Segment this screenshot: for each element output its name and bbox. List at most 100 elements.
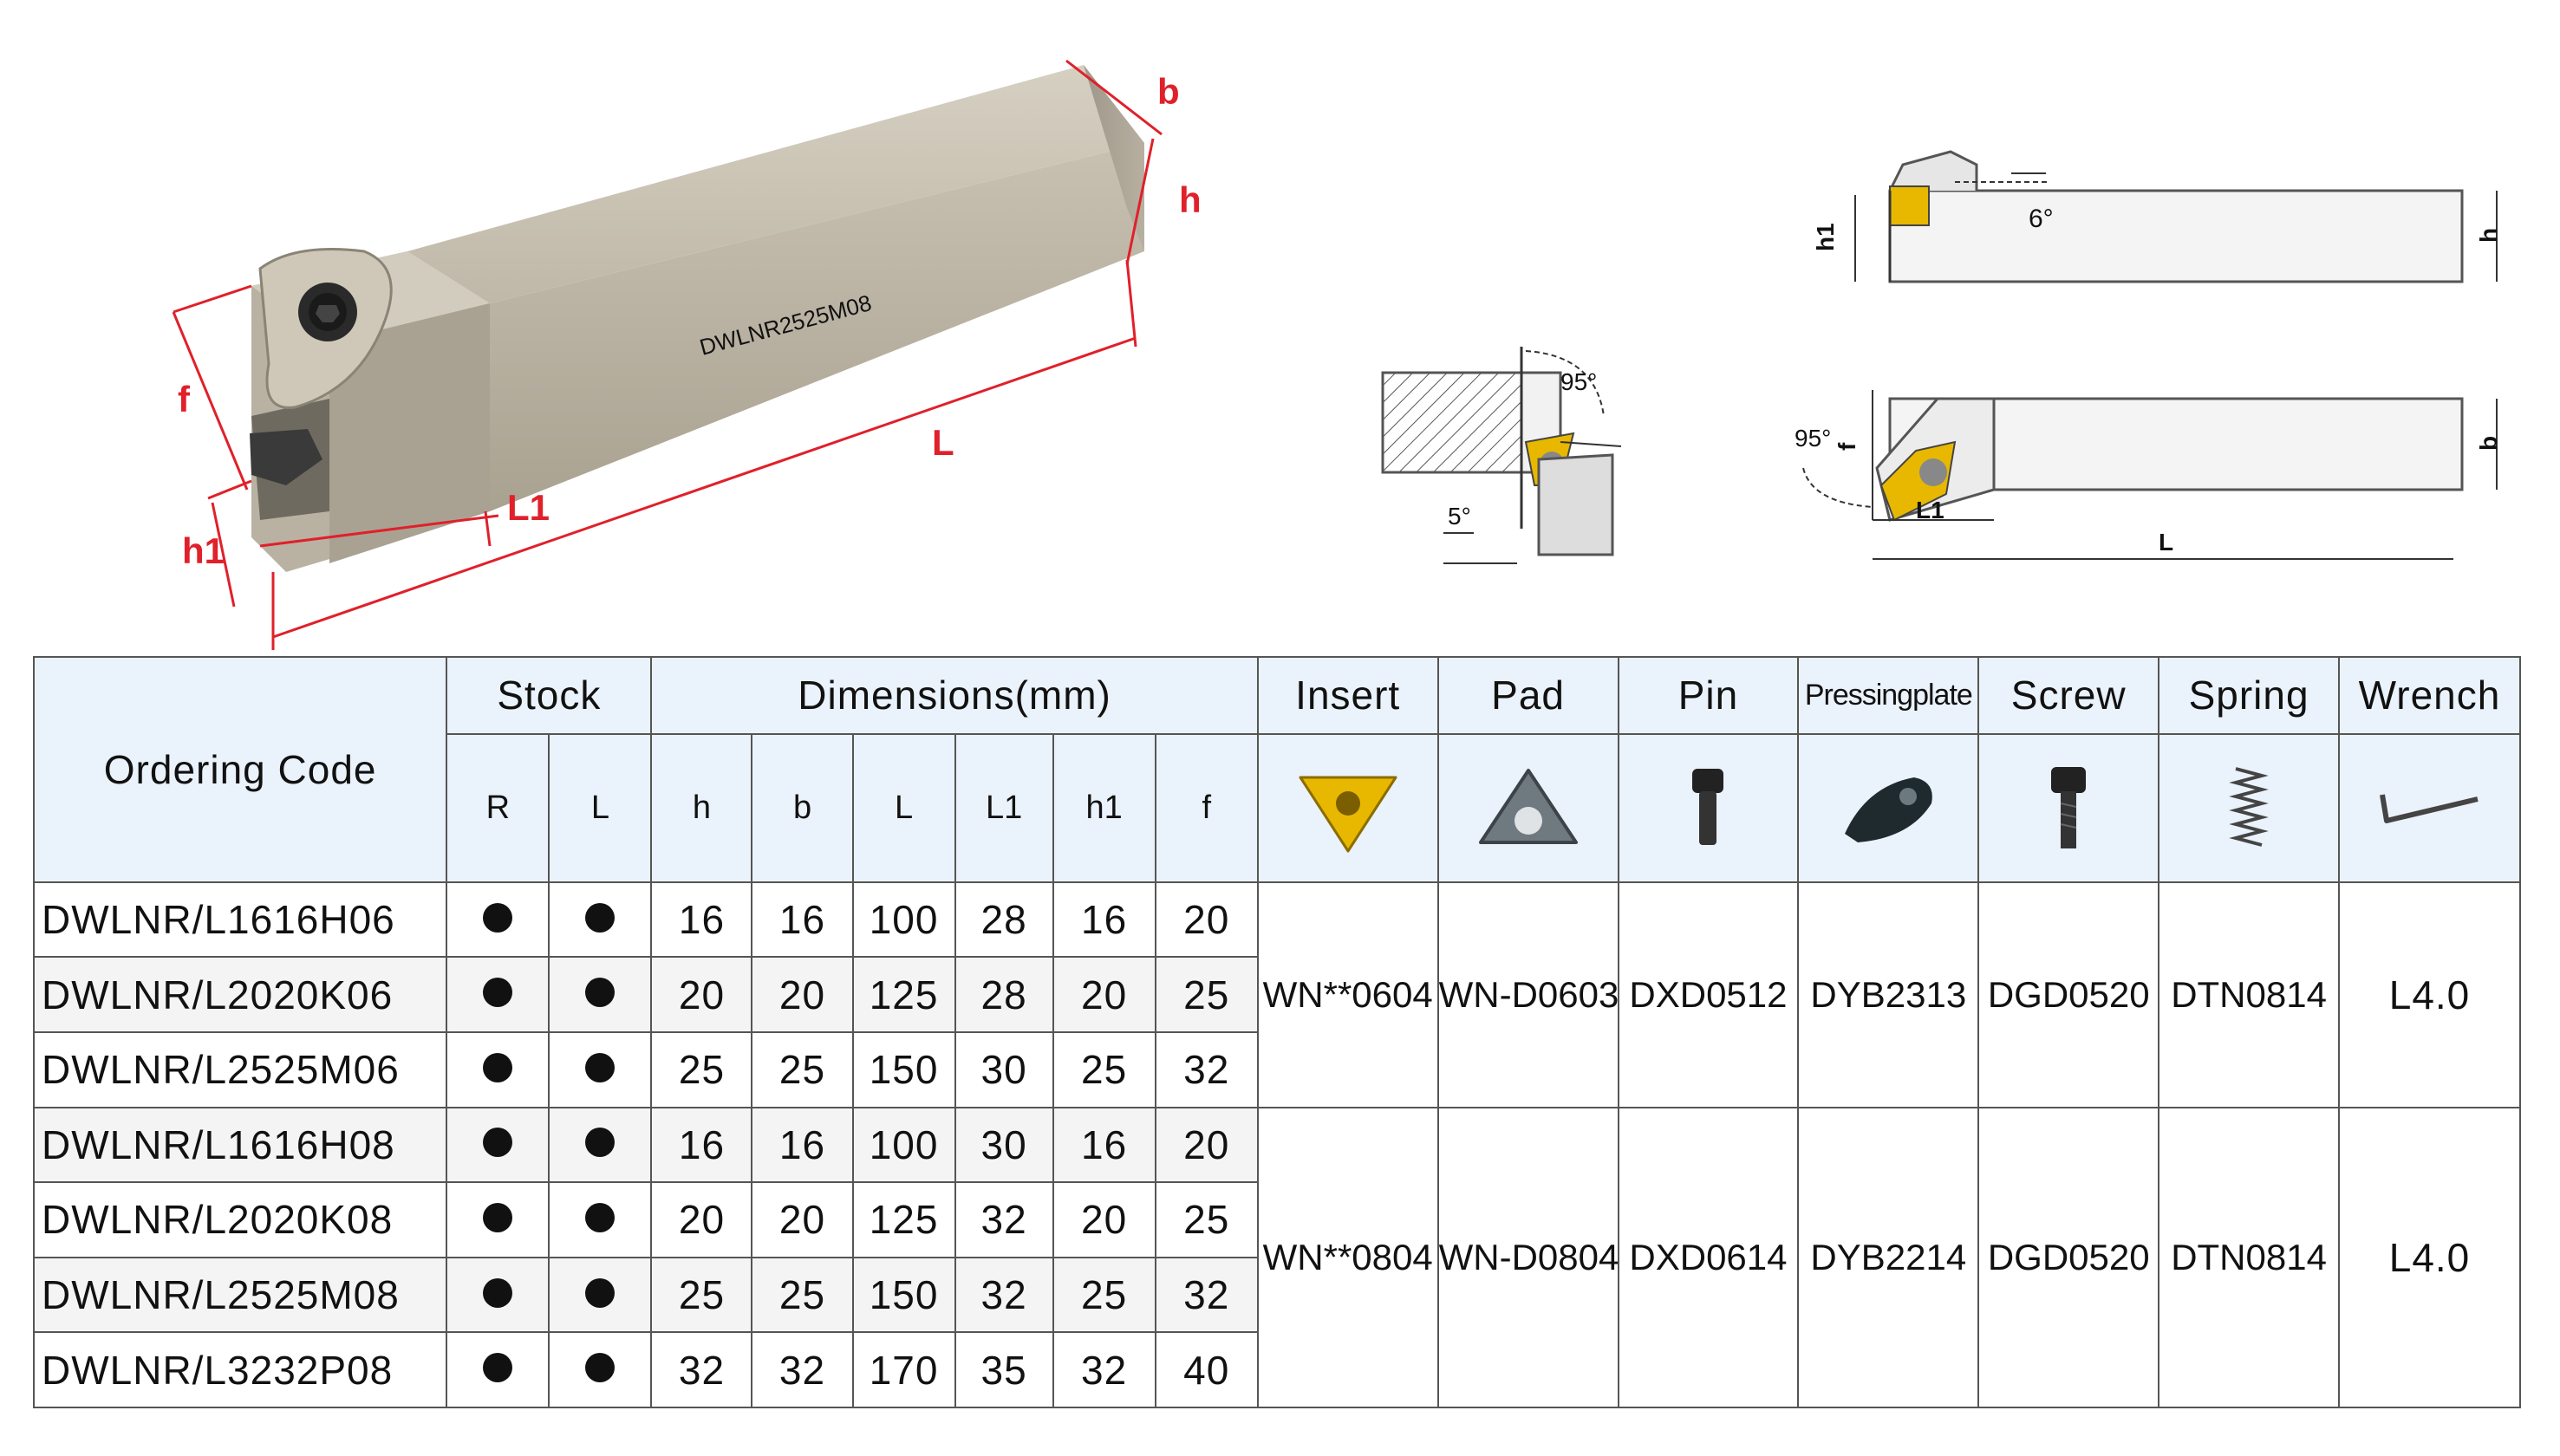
stock-l-cell xyxy=(548,881,653,959)
dim-l1-cell: 30 xyxy=(954,1030,1054,1108)
side-h1-label: h1 xyxy=(1812,223,1839,251)
in-stock-dot xyxy=(483,1202,513,1232)
spec-table: Ordering Code Stock Dimensions(mm) Inser… xyxy=(32,656,2521,1409)
pressing-plate-header: Pressingplate xyxy=(1797,656,1980,735)
in-stock-dot xyxy=(585,902,616,933)
stock-r-cell xyxy=(446,1256,550,1334)
dim-f-cell: 20 xyxy=(1154,881,1259,959)
angle-6-label: 6° xyxy=(2029,205,2054,233)
wrench-image-cell xyxy=(2338,732,2521,883)
dim-f-cell: 32 xyxy=(1154,1030,1259,1108)
wrench-icon xyxy=(2379,794,2479,824)
dim-h-cell: 32 xyxy=(650,1331,753,1408)
insert-cell: WN**0804 xyxy=(1256,1106,1439,1409)
stock-header: Stock xyxy=(446,656,653,735)
screw-header: Screw xyxy=(1977,656,2160,735)
dim-b-cell: 16 xyxy=(751,881,854,959)
dim-b-cell: 20 xyxy=(751,1181,854,1258)
dimensions-header: Dimensions(mm) xyxy=(650,656,1259,735)
spring-icon xyxy=(2229,767,2269,848)
pad-image-cell xyxy=(1436,732,1619,883)
stock-r-cell xyxy=(446,956,550,1033)
ordering-code-cell: DWLNR/L2525M06 xyxy=(32,1030,448,1108)
ordering-code-header: Ordering Code xyxy=(32,656,448,883)
wrench-cell: L4.0 xyxy=(2338,881,2521,1108)
dim-f-header: f xyxy=(1154,732,1259,883)
product-illustration: DWLNR2525M08 b h f L L1 h1 95° 5° xyxy=(172,59,2502,650)
stock-l-header: L xyxy=(548,732,653,883)
dim-l-cell: 100 xyxy=(851,881,956,959)
stock-l-cell xyxy=(548,1030,653,1108)
ordering-code-cell: DWLNR/L1616H06 xyxy=(32,881,448,959)
dim-b-cell: 16 xyxy=(751,1106,854,1184)
dim-b-cell: 20 xyxy=(751,956,854,1033)
dim-l1-cell: 32 xyxy=(954,1181,1054,1258)
in-stock-dot xyxy=(483,1128,513,1158)
screw-cell: DGD0520 xyxy=(1977,881,2160,1108)
pressing-plate-cell: DYB2214 xyxy=(1797,1106,1980,1409)
dim-h-cell: 20 xyxy=(650,1181,753,1258)
stock-r-cell xyxy=(446,1181,550,1258)
dim-label-h1: h1 xyxy=(182,530,225,571)
dim-b-cell: 25 xyxy=(751,1030,854,1108)
dim-h1-cell: 20 xyxy=(1052,1181,1156,1258)
dim-l-cell: 150 xyxy=(851,1030,956,1108)
top-view-drawing: 95° f L1 b L xyxy=(1795,390,2502,560)
stock-l-cell xyxy=(548,956,653,1033)
insert-icon xyxy=(1299,776,1397,853)
spring-image-cell xyxy=(2158,732,2341,883)
stock-r-header: R xyxy=(446,732,550,883)
ordering-code-cell: DWLNR/L3232P08 xyxy=(32,1331,448,1408)
stock-l-cell xyxy=(548,1181,653,1258)
dim-h1-header: h1 xyxy=(1052,732,1156,883)
stock-l-cell xyxy=(548,1256,653,1334)
side-h-label: h xyxy=(2475,228,2502,243)
dim-h-header: h xyxy=(650,732,753,883)
angle-95-top-label: 95° xyxy=(1560,368,1597,395)
stock-r-cell xyxy=(446,1331,550,1408)
pin-icon xyxy=(1692,769,1724,846)
ordering-code-cell: DWLNR/L2525M08 xyxy=(32,1256,448,1334)
pressing-plate-cell: DYB2313 xyxy=(1797,881,1980,1108)
top-b-label: b xyxy=(2475,436,2502,451)
dim-f-cell: 32 xyxy=(1154,1256,1259,1334)
pin-cell: DXD0512 xyxy=(1617,881,1800,1108)
dim-l-cell: 150 xyxy=(851,1256,956,1334)
insert-header: Insert xyxy=(1256,656,1439,735)
dim-l1-cell: 35 xyxy=(954,1331,1054,1408)
top-L-label: L xyxy=(2159,529,2173,556)
pad-cell: WN-D0603 xyxy=(1436,881,1619,1108)
in-stock-dot xyxy=(483,902,513,933)
in-stock-dot xyxy=(585,1052,616,1082)
screw-icon xyxy=(2051,767,2087,849)
dim-l-cell: 125 xyxy=(851,1181,956,1258)
in-stock-dot xyxy=(585,978,616,1008)
dim-f-cell: 25 xyxy=(1154,1181,1259,1258)
insert-cell: WN**0604 xyxy=(1256,881,1439,1108)
spring-header: Spring xyxy=(2158,656,2341,735)
dim-l-cell: 125 xyxy=(851,956,956,1033)
dim-h1-cell: 25 xyxy=(1052,1256,1156,1334)
dim-l1-header: L1 xyxy=(954,732,1054,883)
dim-b-cell: 32 xyxy=(751,1331,854,1408)
in-stock-dot xyxy=(585,1353,616,1383)
pin-header: Pin xyxy=(1617,656,1800,735)
side-view-drawing: 6° h1 h xyxy=(1812,150,2502,283)
dim-h1-cell: 16 xyxy=(1052,881,1156,959)
pad-header: Pad xyxy=(1436,656,1619,735)
dim-l-header: L xyxy=(851,732,956,883)
dim-h-cell: 16 xyxy=(650,1106,753,1184)
wrench-header: Wrench xyxy=(2338,656,2521,735)
dim-h-cell: 25 xyxy=(650,1256,753,1334)
dim-h-cell: 20 xyxy=(650,956,753,1033)
pressing-plate-icon xyxy=(1845,777,1933,843)
dim-b-header: b xyxy=(751,732,854,883)
stock-l-cell xyxy=(548,1331,653,1408)
